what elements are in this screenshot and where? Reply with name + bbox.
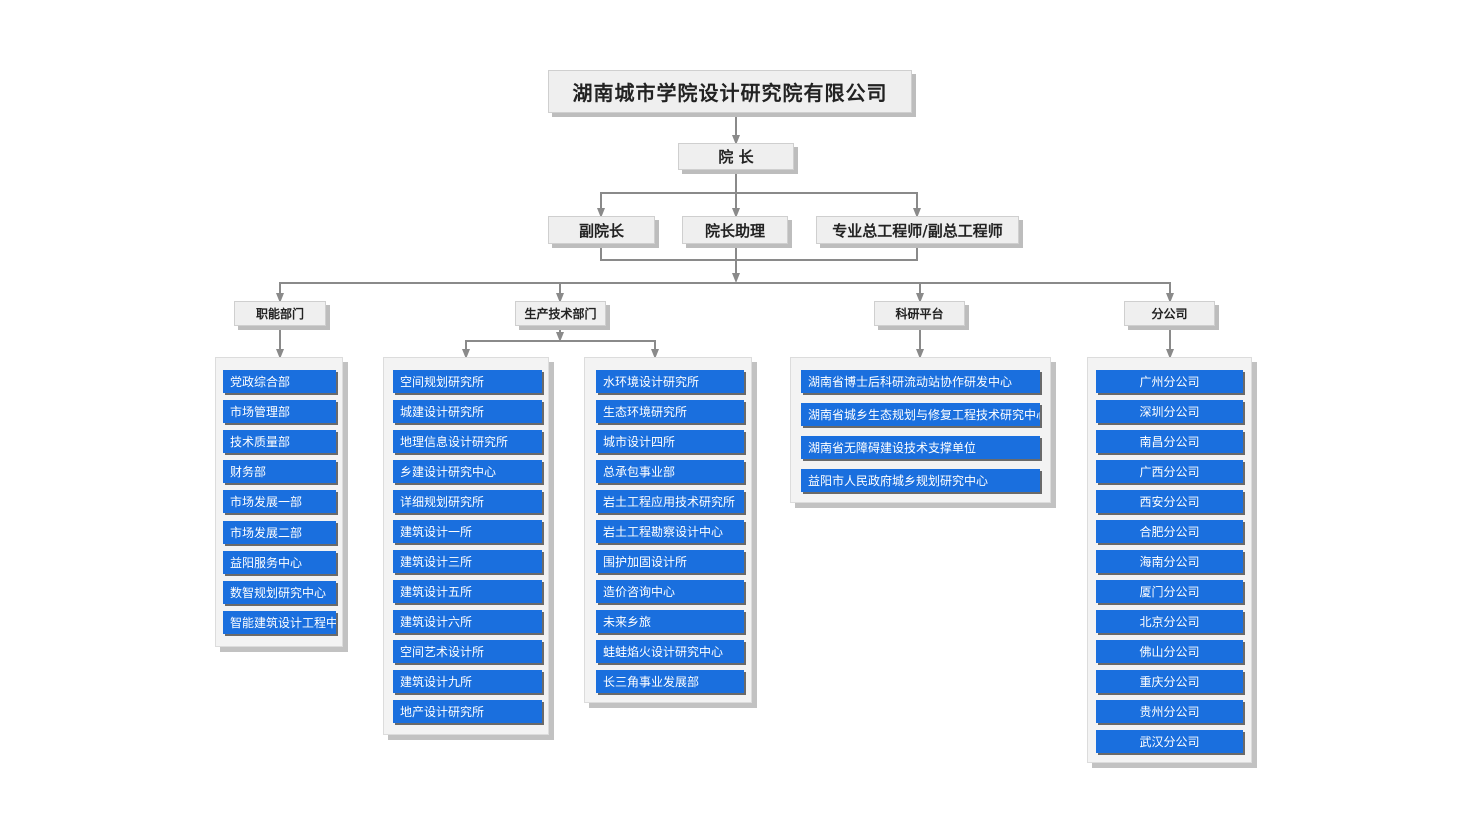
branch-item: 武汉分公司: [1096, 730, 1243, 753]
production-right-item: 蛙蛙焰火设计研究中心: [596, 640, 744, 663]
branch-item: 南昌分公司: [1096, 430, 1243, 453]
functional-item: 市场发展二部: [223, 520, 336, 544]
production-left-item: 地理信息设计研究所: [393, 430, 542, 453]
functional-item: 数智规划研究中心: [223, 580, 336, 604]
production-right-item: 岩土工程应用技术研究所: [596, 490, 744, 513]
production-left-item: 详细规划研究所: [393, 490, 542, 513]
production-right-item: 造价咨询中心: [596, 580, 744, 603]
production-left-item: 空间规划研究所: [393, 370, 542, 393]
functional-item: 财务部: [223, 460, 336, 484]
production-right-item: 生态环境研究所: [596, 400, 744, 423]
research-item: 湖南省无障碍建设技术支撑单位: [801, 436, 1040, 459]
branch-item: 厦门分公司: [1096, 580, 1243, 603]
functional-dept-box: 职能部门: [234, 301, 326, 326]
production-left-item: 城建设计研究所: [393, 400, 542, 423]
production-right-item: 岩土工程勘察设计中心: [596, 520, 744, 543]
production-left-item: 建筑设计一所: [393, 520, 542, 543]
branch-item: 广州分公司: [1096, 370, 1243, 393]
functional-item: 益阳服务中心: [223, 550, 336, 574]
branch-item: 深圳分公司: [1096, 400, 1243, 423]
production-left-item: 建筑设计六所: [393, 610, 542, 633]
functional-item: 市场管理部: [223, 400, 336, 424]
production-dept-box: 生产技术部门: [515, 301, 606, 326]
branch-item: 北京分公司: [1096, 610, 1243, 633]
research-item: 湖南省城乡生态规划与修复工程技术研究中心: [801, 403, 1040, 426]
branch-item: 海南分公司: [1096, 550, 1243, 573]
production-left-item: 地产设计研究所: [393, 700, 542, 723]
production-left-item: 建筑设计五所: [393, 580, 542, 603]
functional-item: 技术质量部: [223, 430, 336, 454]
branch-item: 佛山分公司: [1096, 640, 1243, 663]
branch-item: 重庆分公司: [1096, 670, 1243, 693]
functional-item: 党政综合部: [223, 370, 336, 393]
branch-company-box: 分公司: [1124, 301, 1215, 326]
director-box: 院 长: [678, 143, 794, 170]
research-item: 湖南省博士后科研流动站协作研发中心: [801, 370, 1040, 393]
production-right-item: 城市设计四所: [596, 430, 744, 453]
company-title-box: 湖南城市学院设计研究院有限公司: [548, 70, 912, 113]
chief-engineer-box: 专业总工程师/副总工程师: [816, 216, 1019, 244]
branch-item: 贵州分公司: [1096, 700, 1243, 723]
production-left-item: 建筑设计三所: [393, 550, 542, 573]
production-right-item: 水环境设计研究所: [596, 370, 744, 393]
branch-item: 西安分公司: [1096, 490, 1243, 513]
research-platform-box: 科研平台: [874, 301, 965, 326]
production-left-item: 建筑设计九所: [393, 670, 542, 693]
production-right-item: 围护加固设计所: [596, 550, 744, 573]
production-right-item: 长三角事业发展部: [596, 670, 744, 693]
functional-item: 市场发展一部: [223, 490, 336, 514]
production-left-item: 乡建设计研究中心: [393, 460, 542, 483]
director-assistant-box: 院长助理: [682, 216, 788, 244]
branch-item: 广西分公司: [1096, 460, 1243, 483]
production-right-item: 未来乡旅: [596, 610, 744, 633]
branch-item: 合肥分公司: [1096, 520, 1243, 543]
research-item: 益阳市人民政府城乡规划研究中心: [801, 469, 1040, 492]
vice-director-box: 副院长: [548, 216, 655, 244]
production-right-item: 总承包事业部: [596, 460, 744, 483]
functional-item: 智能建筑设计工程中心: [223, 610, 336, 634]
production-left-item: 空间艺术设计所: [393, 640, 542, 663]
